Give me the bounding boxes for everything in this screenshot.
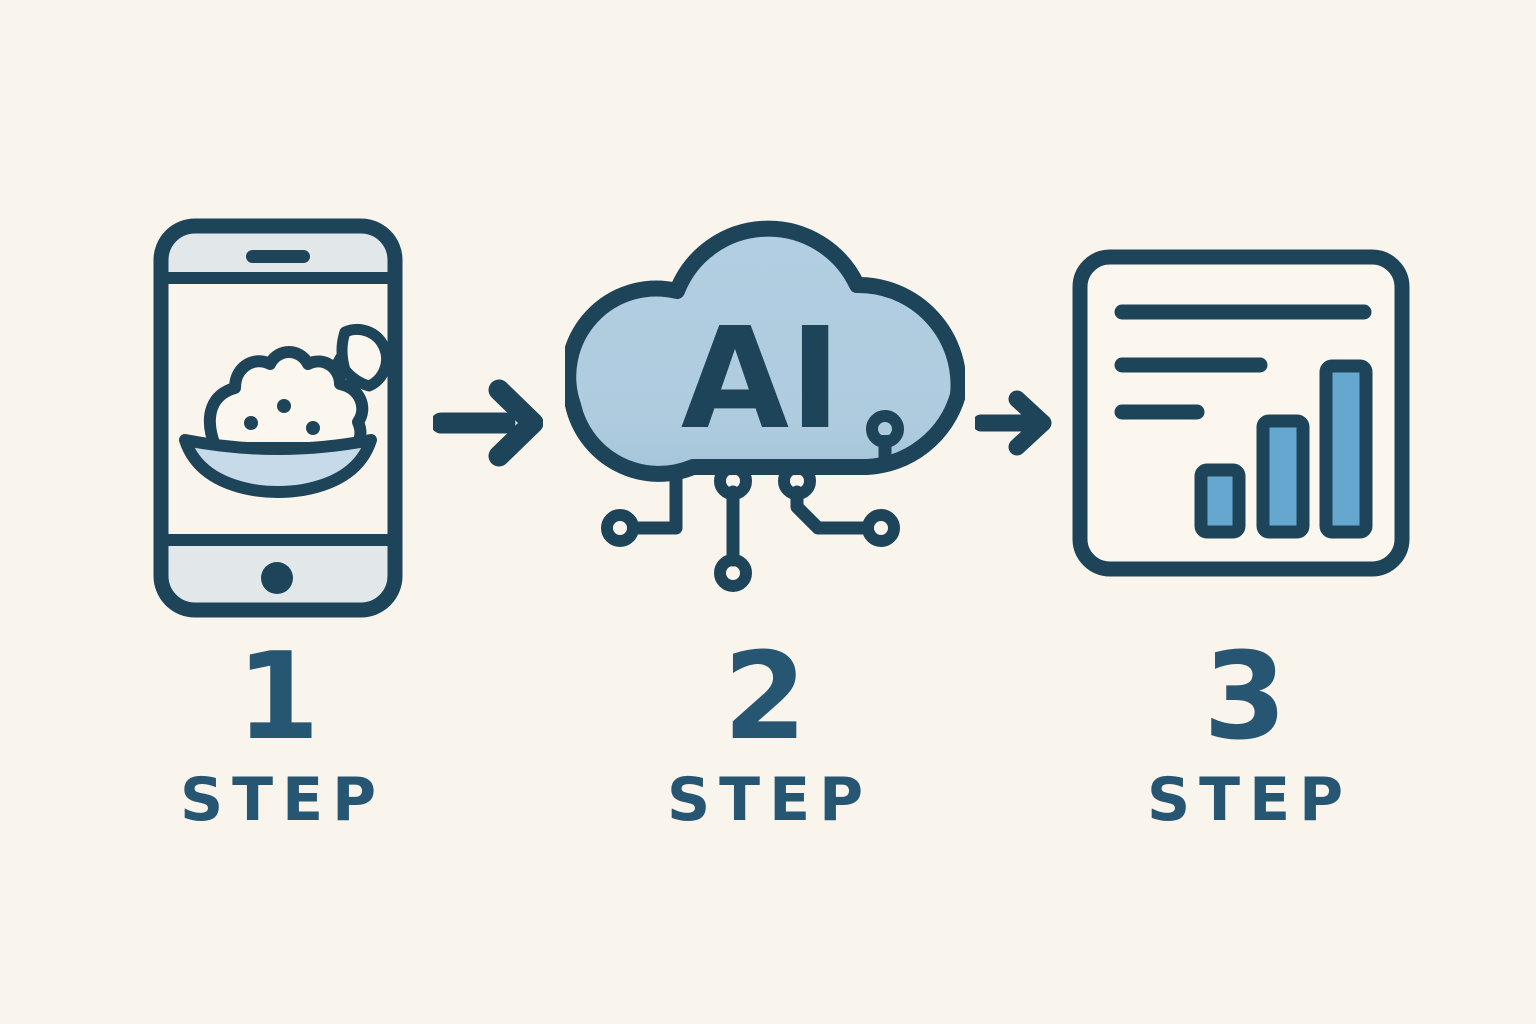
step-3-number: 3 bbox=[1203, 628, 1287, 767]
bar-tall bbox=[1319, 359, 1373, 539]
report-text-lines bbox=[1114, 304, 1372, 420]
arrow-right-icon bbox=[975, 390, 1052, 456]
phone-speaker bbox=[246, 250, 310, 263]
food-dot bbox=[277, 399, 291, 413]
step-1-number: 1 bbox=[236, 628, 320, 767]
smartphone-food-icon bbox=[153, 218, 403, 618]
bar-medium bbox=[1256, 414, 1310, 539]
report-bar-chart-icon bbox=[1072, 249, 1410, 577]
spoon-scoop bbox=[336, 323, 393, 392]
arrow-right-icon bbox=[433, 379, 543, 467]
step-3-label: STEP bbox=[1146, 765, 1353, 835]
step-2-label: STEP bbox=[666, 765, 873, 835]
plate bbox=[179, 434, 377, 498]
bar-small bbox=[1194, 463, 1246, 539]
step-1-label: STEP bbox=[179, 765, 386, 835]
food-dot bbox=[244, 416, 258, 430]
circuit-nodes bbox=[601, 410, 904, 592]
phone-home-button bbox=[261, 562, 293, 594]
food-dish-icon bbox=[179, 323, 393, 498]
bar-chart-bars bbox=[1194, 359, 1373, 539]
phone-body-outline bbox=[153, 218, 403, 618]
food-dot bbox=[306, 421, 320, 435]
ai-cloud-circuit-icon: AI bbox=[565, 220, 965, 592]
step-2-number: 2 bbox=[723, 628, 807, 767]
cloud-shape bbox=[565, 220, 965, 482]
ai-cloud-text: AI bbox=[681, 298, 841, 461]
